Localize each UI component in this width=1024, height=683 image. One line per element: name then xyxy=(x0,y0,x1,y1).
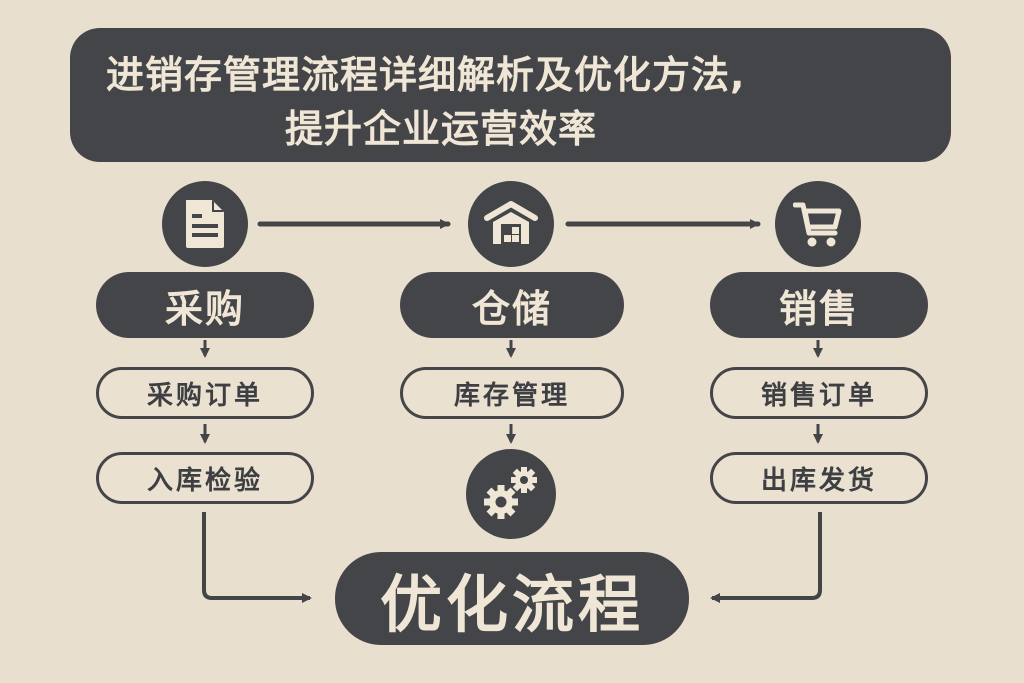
step-inbound-inspection: 入库检验 xyxy=(96,452,314,504)
purchase-stage: 采购 xyxy=(96,272,314,338)
storage-stage: 仓储 xyxy=(400,272,624,338)
warehouse-icon xyxy=(484,201,538,244)
shopping-cart-icon xyxy=(793,202,842,247)
storage-icon-circle xyxy=(468,181,554,267)
gears-icon xyxy=(484,467,537,519)
document-icon xyxy=(186,200,224,248)
step-sales-order: 销售订单 xyxy=(710,367,928,419)
purchase-icon-circle xyxy=(162,181,248,267)
gears-icon-circle xyxy=(466,449,556,539)
step-purchase-order: 采购订单 xyxy=(96,367,314,419)
step-inventory-management: 库存管理 xyxy=(400,367,624,419)
sales-icon-circle xyxy=(775,181,861,267)
step-outbound-shipping: 出库发货 xyxy=(710,452,928,504)
title-line-1: 进销存管理流程详细解析及优化方法, xyxy=(106,53,746,97)
optimize-process-result: 优化流程 xyxy=(335,552,689,645)
sales-stage: 销售 xyxy=(710,272,928,338)
title-line-2: 提升企业运营效率 xyxy=(285,107,598,151)
title-banner: 进销存管理流程详细解析及优化方法, 提升企业运营效率 xyxy=(70,28,951,162)
